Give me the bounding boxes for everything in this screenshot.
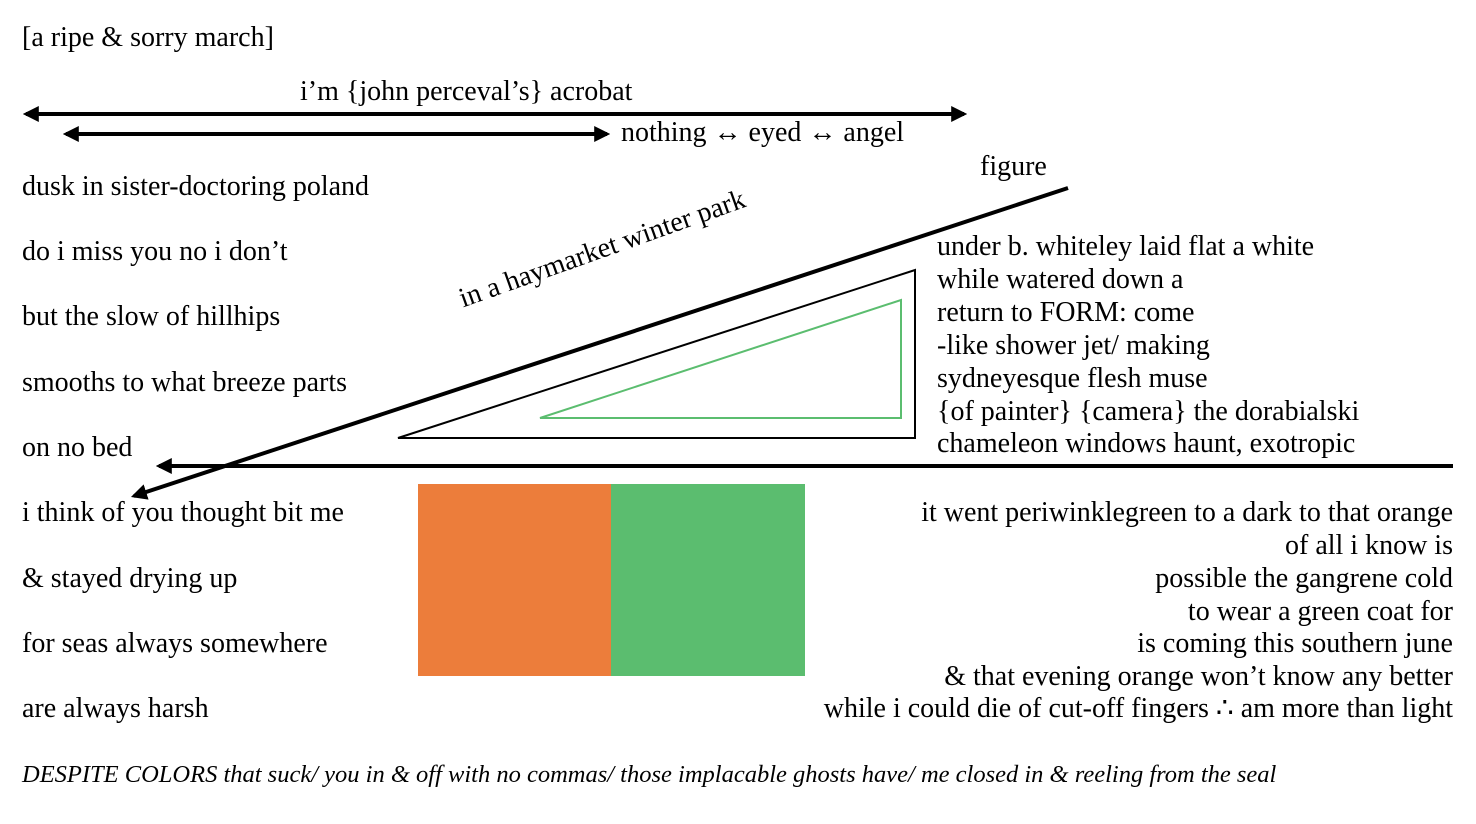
left-line: i think of you thought bit me: [22, 497, 344, 528]
right-lower-line: while i could die of cut-off fingers ∴ a…: [823, 693, 1453, 724]
right-lower-line: to wear a green coat for: [1187, 596, 1453, 627]
right-upper-line: under b. whiteley laid flat a white: [937, 231, 1315, 262]
left-line: on no bed: [22, 432, 133, 463]
figure-label: figure: [980, 151, 1047, 182]
left-line: dusk in sister-doctoring poland: [22, 171, 370, 202]
right-upper-line: sydneyesque flesh muse: [937, 363, 1208, 394]
orange-block: [418, 484, 611, 676]
right-upper-line: while watered down a: [937, 264, 1184, 295]
poem-title: [a ripe & sorry march]: [22, 22, 274, 53]
arrow-second-label: nothing ↔ eyed ↔ angel: [621, 117, 905, 148]
black-triangle: [397, 268, 916, 439]
right-lower-line: it went periwinklegreen to a dark to tha…: [921, 497, 1453, 528]
diagonal-arrow: [130, 186, 1069, 500]
left-line: smooths to what breeze parts: [22, 367, 348, 398]
footer-line: DESPITE COLORS that suck/ you in & off w…: [22, 761, 1277, 788]
right-upper-line: return to FORM: come: [937, 297, 1195, 328]
right-upper-line: -like shower jet/ making: [937, 330, 1210, 361]
left-line: but the slow of hillhips: [22, 301, 281, 332]
green-block: [611, 484, 805, 676]
left-line: do i miss you no i don’t: [22, 236, 288, 267]
right-lower-line: is coming this southern june: [1137, 628, 1453, 659]
arrow-top-label: i’m {john perceval’s} acrobat: [300, 76, 633, 107]
right-lower-line: & that evening orange won’t know any bet…: [944, 661, 1453, 692]
left-line: are always harsh: [22, 693, 209, 724]
right-lower-line: of all i know is: [1285, 530, 1453, 561]
right-lower-line: possible the gangrene cold: [1155, 563, 1453, 594]
left-line: & stayed drying up: [22, 563, 238, 594]
right-upper-line: {of painter} {camera} the dorabialski: [937, 396, 1360, 427]
right-upper-line: chameleon windows haunt, exotropic: [937, 428, 1356, 459]
green-triangle: [539, 298, 902, 419]
left-line: for seas always somewhere: [22, 628, 328, 659]
